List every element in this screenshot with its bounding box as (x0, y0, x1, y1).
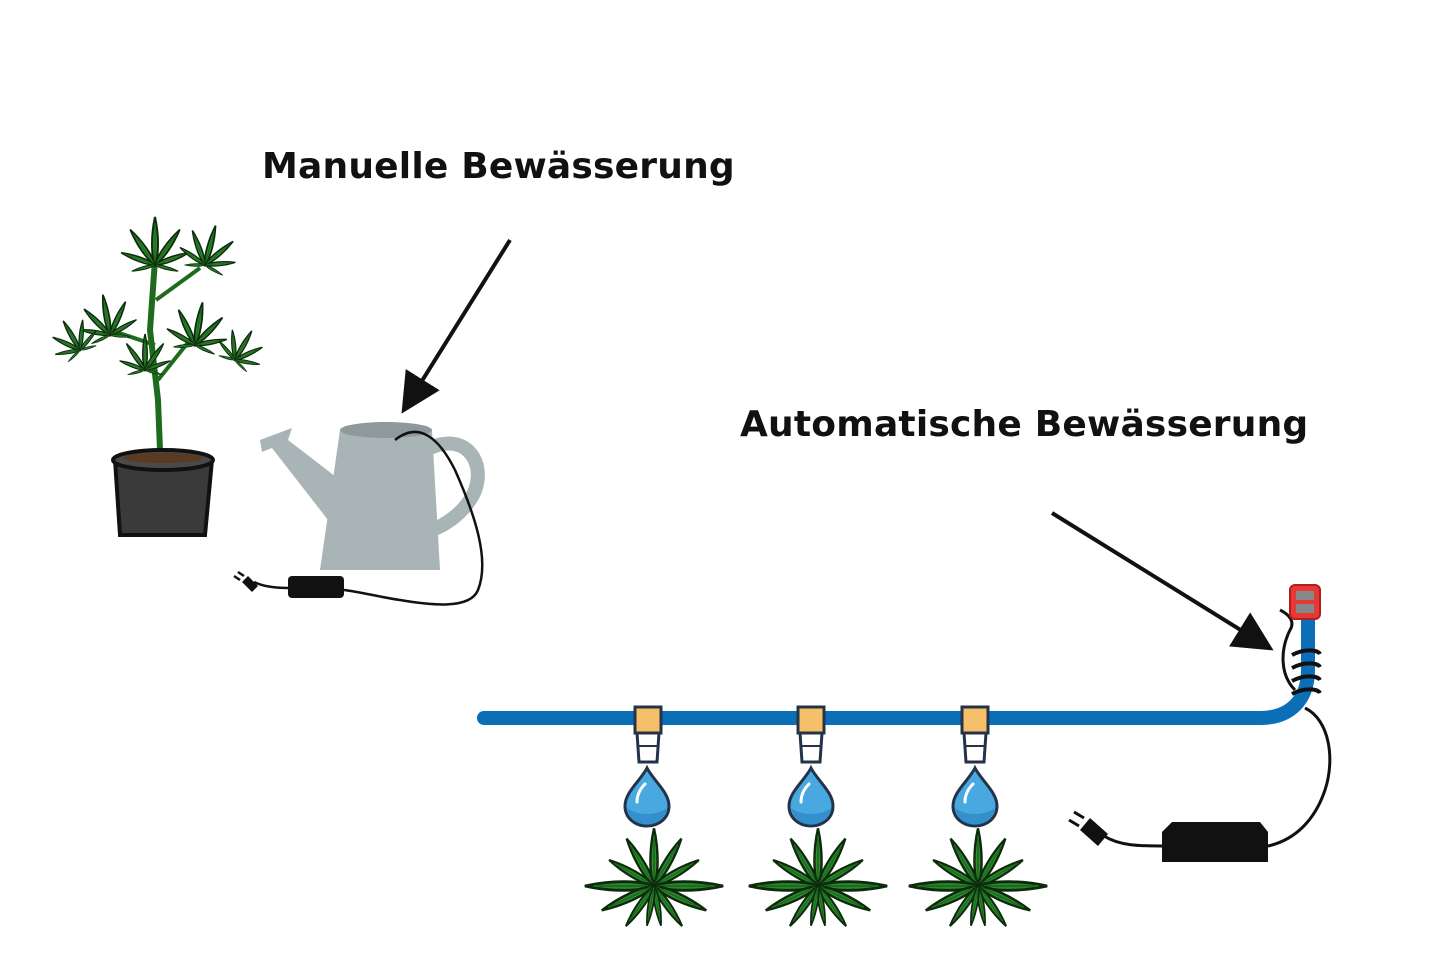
water-drop-icon (951, 766, 999, 828)
water-drop-icon (787, 766, 835, 828)
dripper-icon (960, 705, 990, 764)
hose-connector-icon (1289, 584, 1321, 620)
manual-arrow (401, 238, 512, 414)
watering-can-icon (260, 422, 485, 606)
automatic-arrow (1050, 511, 1274, 651)
dripper-icon (796, 705, 826, 764)
manual-watering-label: Manuelle Bewässerung (262, 146, 735, 187)
cannabis-seedling-icon (749, 828, 887, 927)
pump-icon (253, 576, 344, 598)
cannabis-plant-pot-icon (42, 217, 273, 537)
automatic-watering-label: Automatische Bewässerung (740, 404, 1309, 445)
water-drop-icon (623, 766, 671, 828)
dripper-icon (633, 705, 663, 764)
power-plug-icon (233, 570, 258, 592)
cannabis-seedling-icon (585, 828, 723, 927)
drip-hose-icon (477, 608, 1322, 725)
cannabis-seedling-icon (909, 828, 1047, 927)
pump-icon (1103, 706, 1332, 862)
power-plug-icon (1068, 810, 1108, 846)
